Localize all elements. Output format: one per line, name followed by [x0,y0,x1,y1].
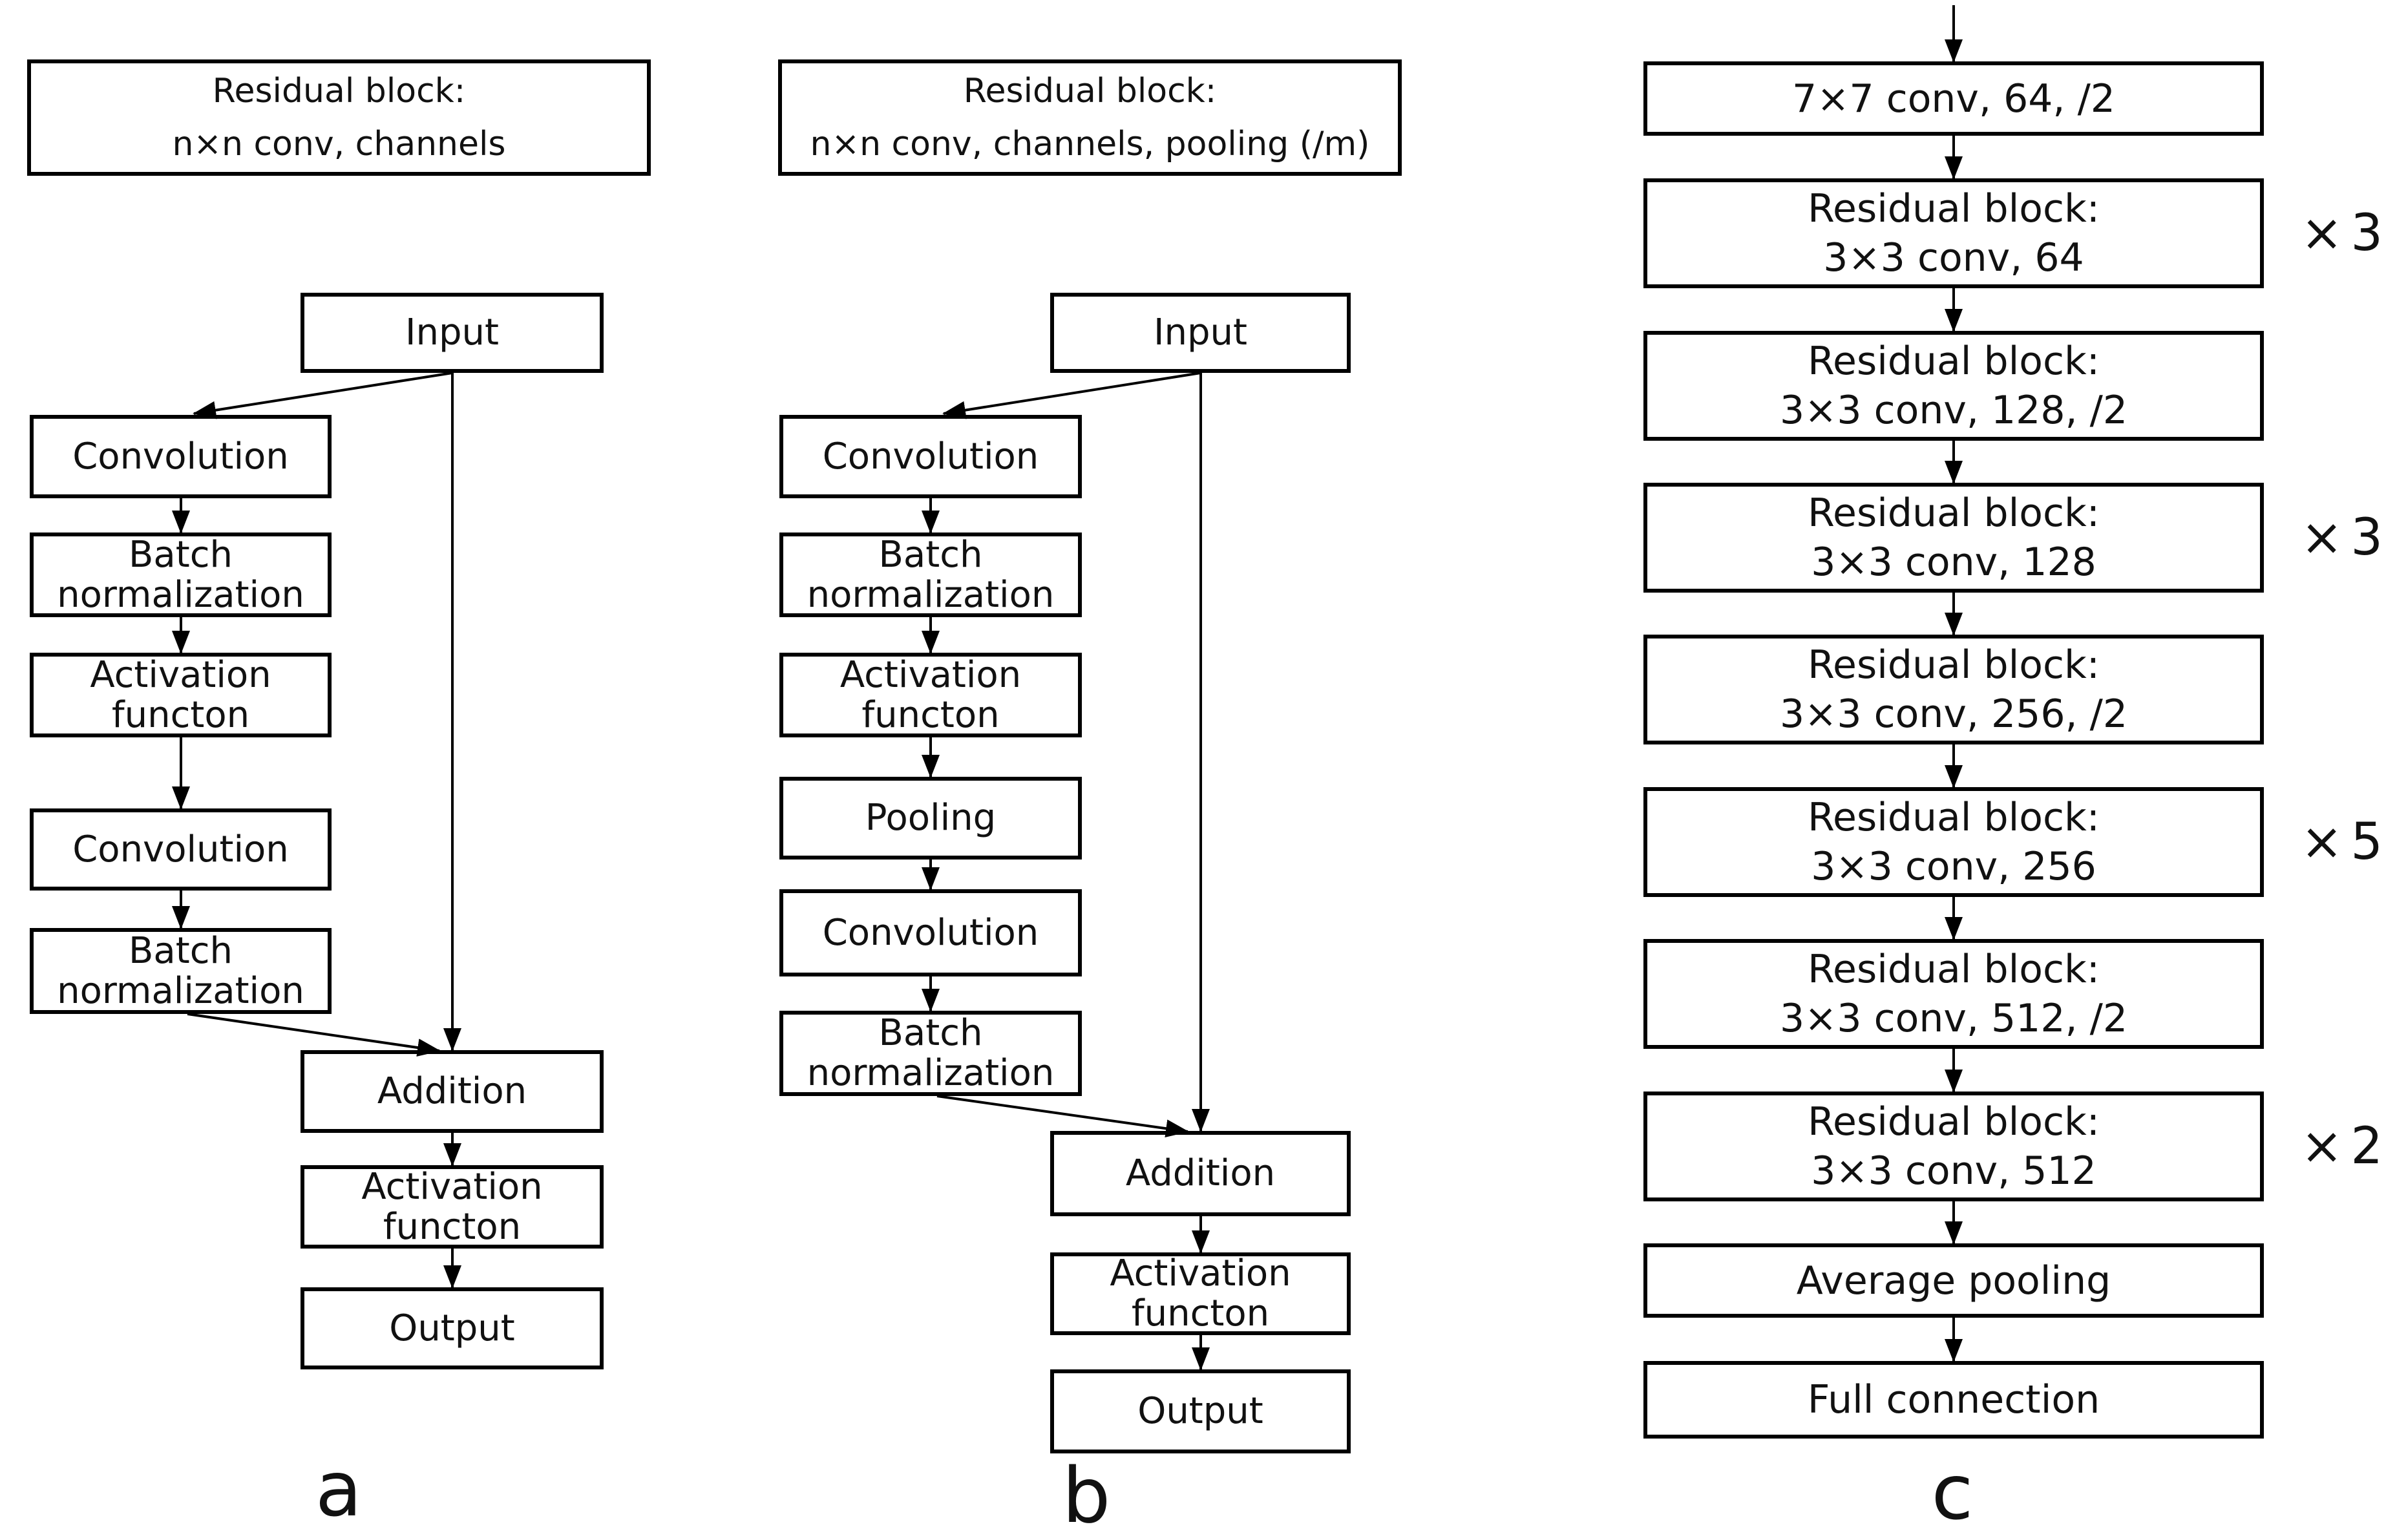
multiplier-x2: ×2 [2301,1117,2386,1176]
box-a-convolution-1: Convolution [30,415,332,498]
box-c-full-connection: Full connection [1643,1361,2264,1439]
box-c-resblock-64: Residual block: 3×3 conv, 64 [1643,178,2264,288]
box-c-resblock-128-down: Residual block: 3×3 conv, 128, /2 [1643,331,2264,441]
box-c-resblock-512: Residual block: 3×3 conv, 512 [1643,1092,2264,1201]
box-c-resblock-256: Residual block: 3×3 conv, 256 [1643,787,2264,897]
legend-box-a: Residual block: n×n conv, channels [27,59,651,176]
panel-label-c: c [1931,1448,1974,1537]
box-c-resblock-512-down: Residual block: 3×3 conv, 512, /2 [1643,939,2264,1049]
box-a-convolution-2: Convolution [30,808,332,891]
arrow-a-input-to-conv1 [193,372,453,419]
box-b-input: Input [1050,293,1351,373]
box-c-conv7x7: 7×7 conv, 64, /2 [1643,61,2264,136]
legend-box-b: Residual block: n×n conv, channels, pool… [778,59,1402,176]
box-b-convolution-1: Convolution [779,415,1082,498]
box-b-pooling: Pooling [779,777,1082,860]
box-c-resblock-256-down: Residual block: 3×3 conv, 256, /2 [1643,635,2264,744]
box-b-addition: Addition [1050,1131,1351,1216]
box-a-activation-1: Activation functon [30,653,332,737]
box-a-input: Input [301,293,604,373]
multiplier-x3-top: ×3 [2301,204,2386,262]
arrow-b-input-to-conv1 [942,372,1201,419]
box-a-batch-norm-2: Batch normalization [30,928,332,1014]
box-c-average-pooling: Average pooling [1643,1243,2264,1318]
box-a-addition: Addition [301,1050,604,1133]
multiplier-x3-bottom: ×3 [2301,509,2386,567]
box-b-activation-1: Activation functon [779,653,1082,737]
arrow-b-bn2-to-addition [936,1095,1189,1138]
box-a-output: Output [301,1287,604,1369]
box-c-resblock-128: Residual block: 3×3 conv, 128 [1643,483,2264,593]
box-b-output: Output [1050,1369,1351,1453]
box-b-batch-norm-2: Batch normalization [779,1011,1082,1096]
box-b-batch-norm-1: Batch normalization [779,533,1082,617]
box-a-batch-norm-1: Batch normalization [30,533,332,617]
box-b-convolution-2: Convolution [779,889,1082,976]
arrow-a-bn2-to-addition [187,1013,441,1057]
panel-label-a: a [315,1444,363,1534]
panel-label-b: b [1062,1451,1111,1540]
multiplier-x5: ×5 [2301,813,2386,871]
box-a-activation-2: Activation functon [301,1165,604,1249]
box-b-activation-2: Activation functon [1050,1252,1351,1335]
